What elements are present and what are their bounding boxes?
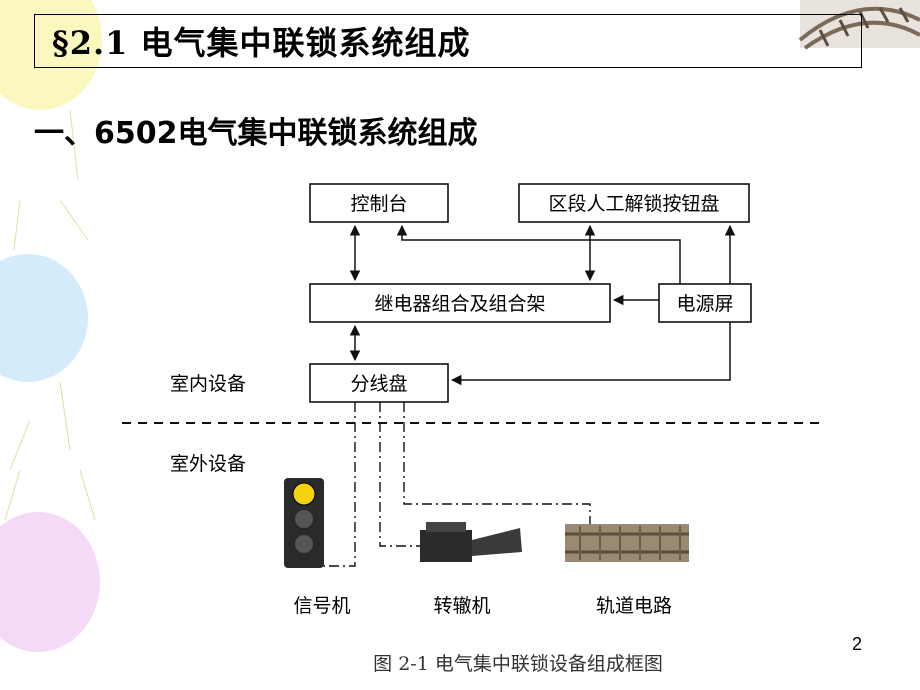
signal-label: 信号机 <box>293 595 350 617</box>
cable-to-signal <box>322 402 356 567</box>
slide-title: §2.1 电气集中联锁系统组成 <box>52 24 471 62</box>
cable-to-switch <box>379 402 432 547</box>
signal-lamp-yellow <box>292 482 316 506</box>
block-release-panel-box: 区段人工解锁按钮盘 <box>518 183 750 223</box>
indoor-label: 室内设备 <box>170 373 246 395</box>
power-to-distribution-line <box>450 322 731 386</box>
section-heading: 一、6502电气集中联锁系统组成 <box>34 116 478 151</box>
block-release-panel-label: 区段人工解锁按钮盘 <box>548 193 719 215</box>
relay-rack-label: 继电器组合及组合架 <box>374 293 545 315</box>
console-box: 控制台 <box>309 183 449 223</box>
field-cables <box>322 402 591 567</box>
power-panel-label: 电源屏 <box>676 293 733 315</box>
switch-machine-device <box>420 522 522 562</box>
power-to-console-line <box>396 224 681 284</box>
connectors <box>349 224 736 386</box>
distribution-board-label: 分线盘 <box>350 373 407 395</box>
title-box <box>34 14 862 68</box>
signal-device <box>284 478 324 568</box>
console-label: 控制台 <box>350 193 407 215</box>
outdoor-label: 室外设备 <box>170 453 246 475</box>
power-panel-box: 电源屏 <box>658 283 752 323</box>
cable-to-track <box>403 402 591 524</box>
page-number: 2 <box>852 634 863 654</box>
distribution-board-box: 分线盘 <box>309 363 449 403</box>
track-circuit-label: 轨道电路 <box>596 595 672 617</box>
relay-rack-box: 继电器组合及组合架 <box>309 283 611 323</box>
figure-caption: 图 2-1 电气集中联锁设备组成框图 <box>373 653 663 675</box>
switch-machine-label: 转辙机 <box>433 595 490 617</box>
track-circuit-device <box>565 524 689 562</box>
